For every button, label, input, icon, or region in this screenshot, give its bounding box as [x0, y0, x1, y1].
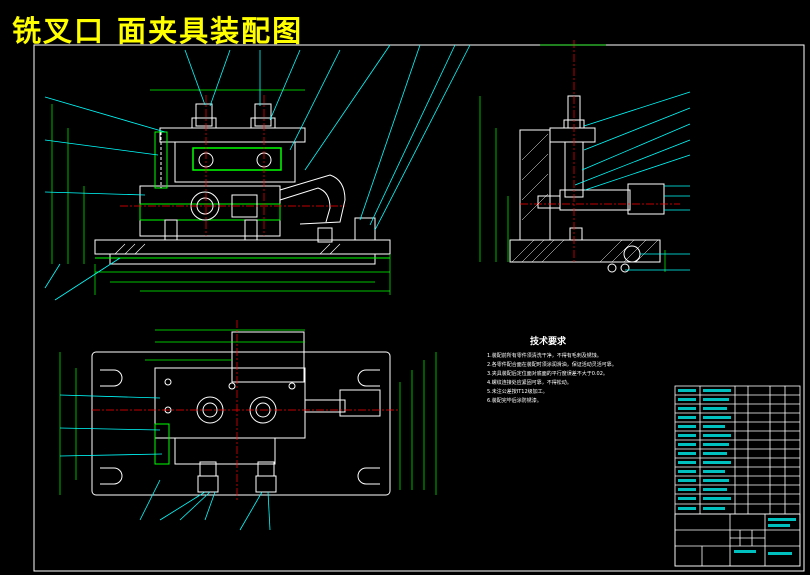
- technical-requirements-list: 1.装配前所有零件须清洗干净，不得有毛刺及锈蚀。 2.各零件配合面在装配时须涂润…: [487, 352, 672, 406]
- front-view-leaders: [44, 44, 471, 301]
- side-view: [509, 40, 680, 273]
- technical-requirements-title: 技术要求: [530, 337, 567, 347]
- drawing-border: [33, 44, 805, 572]
- front-base-plate: [94, 239, 391, 255]
- side-pin: [627, 183, 665, 215]
- technical-requirement-item: 2.各零件配合面在装配时须涂润滑油，保证活动灵活可靠。: [487, 362, 617, 368]
- side-view-hatch: [511, 133, 659, 263]
- side-view-dimensions: [479, 44, 666, 272]
- front-bolt-left: [195, 103, 213, 127]
- front-base-lower: [109, 253, 376, 265]
- top-view: [91, 320, 400, 500]
- top-view-leaders: [59, 394, 271, 531]
- front-bolt-right: [254, 103, 272, 127]
- top-view-dimensions: [59, 329, 437, 495]
- side-column: [519, 129, 551, 241]
- drawing-title: 铣叉口 面夹具装配图: [12, 14, 304, 48]
- front-body-block: [139, 185, 281, 237]
- technical-requirement-item: 6.装配完毕后涂防锈漆。: [487, 398, 542, 404]
- technical-requirement-item: 5.未注公差按IT12级加工。: [487, 389, 548, 395]
- side-base: [509, 239, 661, 263]
- side-view-leaders: [574, 91, 691, 271]
- parts-list-table: [674, 385, 801, 567]
- front-clamp-plate: [159, 127, 306, 143]
- front-view: [94, 95, 391, 265]
- technical-requirement-item: 1.装配前所有零件须清洗干净，不得有毛刺及锈蚀。: [487, 353, 602, 359]
- top-base-plate: [91, 351, 391, 496]
- parts-list-entries: [678, 389, 796, 555]
- front-view-dimensions: [51, 89, 391, 295]
- top-body-block: [154, 367, 306, 439]
- technical-requirement-item: 3.夹具装配后定位面对底面的平行度误差不大于0.02。: [487, 371, 608, 377]
- technical-requirement-item: 4.螺纹连接处应紧固可靠，不得松动。: [487, 380, 572, 386]
